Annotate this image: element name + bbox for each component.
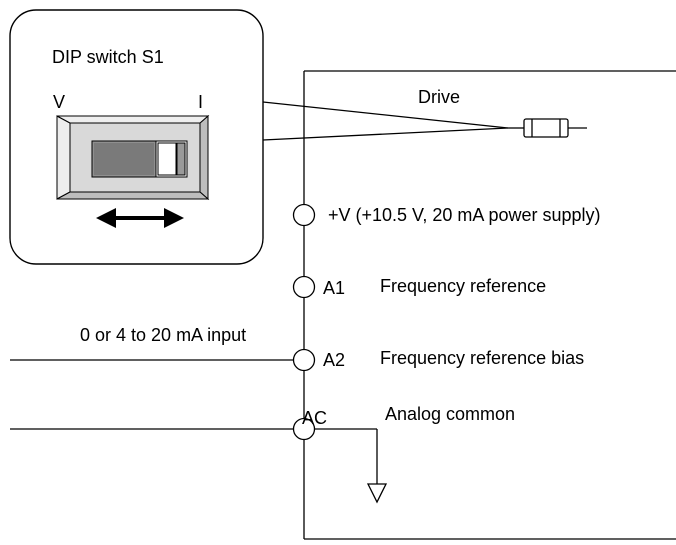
ground-connection	[315, 428, 388, 504]
terminal-a2-circle	[292, 348, 316, 372]
switch-right-label-i: I	[198, 92, 203, 112]
dip-switch-icon	[56, 114, 210, 201]
terminal-a2-description: Frequency reference bias	[380, 348, 584, 368]
callout-leader	[262, 101, 509, 141]
terminal-circles	[292, 203, 316, 441]
ground-symbol-icon	[366, 483, 388, 504]
double-arrow-icon	[96, 208, 184, 228]
leader-line-upper	[262, 101, 509, 129]
terminal-a1-description: Frequency reference	[380, 276, 546, 296]
switch-left-label-v: V	[53, 92, 65, 112]
terminal-a2-label: A2	[323, 350, 345, 370]
switch-location-icon	[508, 118, 587, 138]
input-label: 0 or 4 to 20 mA input	[80, 325, 246, 345]
terminal-a1-label: A1	[323, 278, 345, 298]
external-wires	[10, 359, 293, 430]
dip-switch-title: DIP switch S1	[52, 47, 164, 67]
terminal-vplus-label: +V (+10.5 V, 20 mA power supply)	[328, 205, 601, 225]
drive-enclosure	[303, 70, 676, 540]
terminal-vplus-circle	[292, 203, 316, 227]
terminal-ac-description: Analog common	[385, 404, 515, 424]
terminal-ac-circle	[292, 417, 316, 441]
leader-line-lower	[262, 127, 509, 141]
terminal-ac-label: AC	[302, 408, 327, 428]
drive-label: Drive	[418, 87, 460, 107]
terminal-a1-circle	[292, 275, 316, 299]
